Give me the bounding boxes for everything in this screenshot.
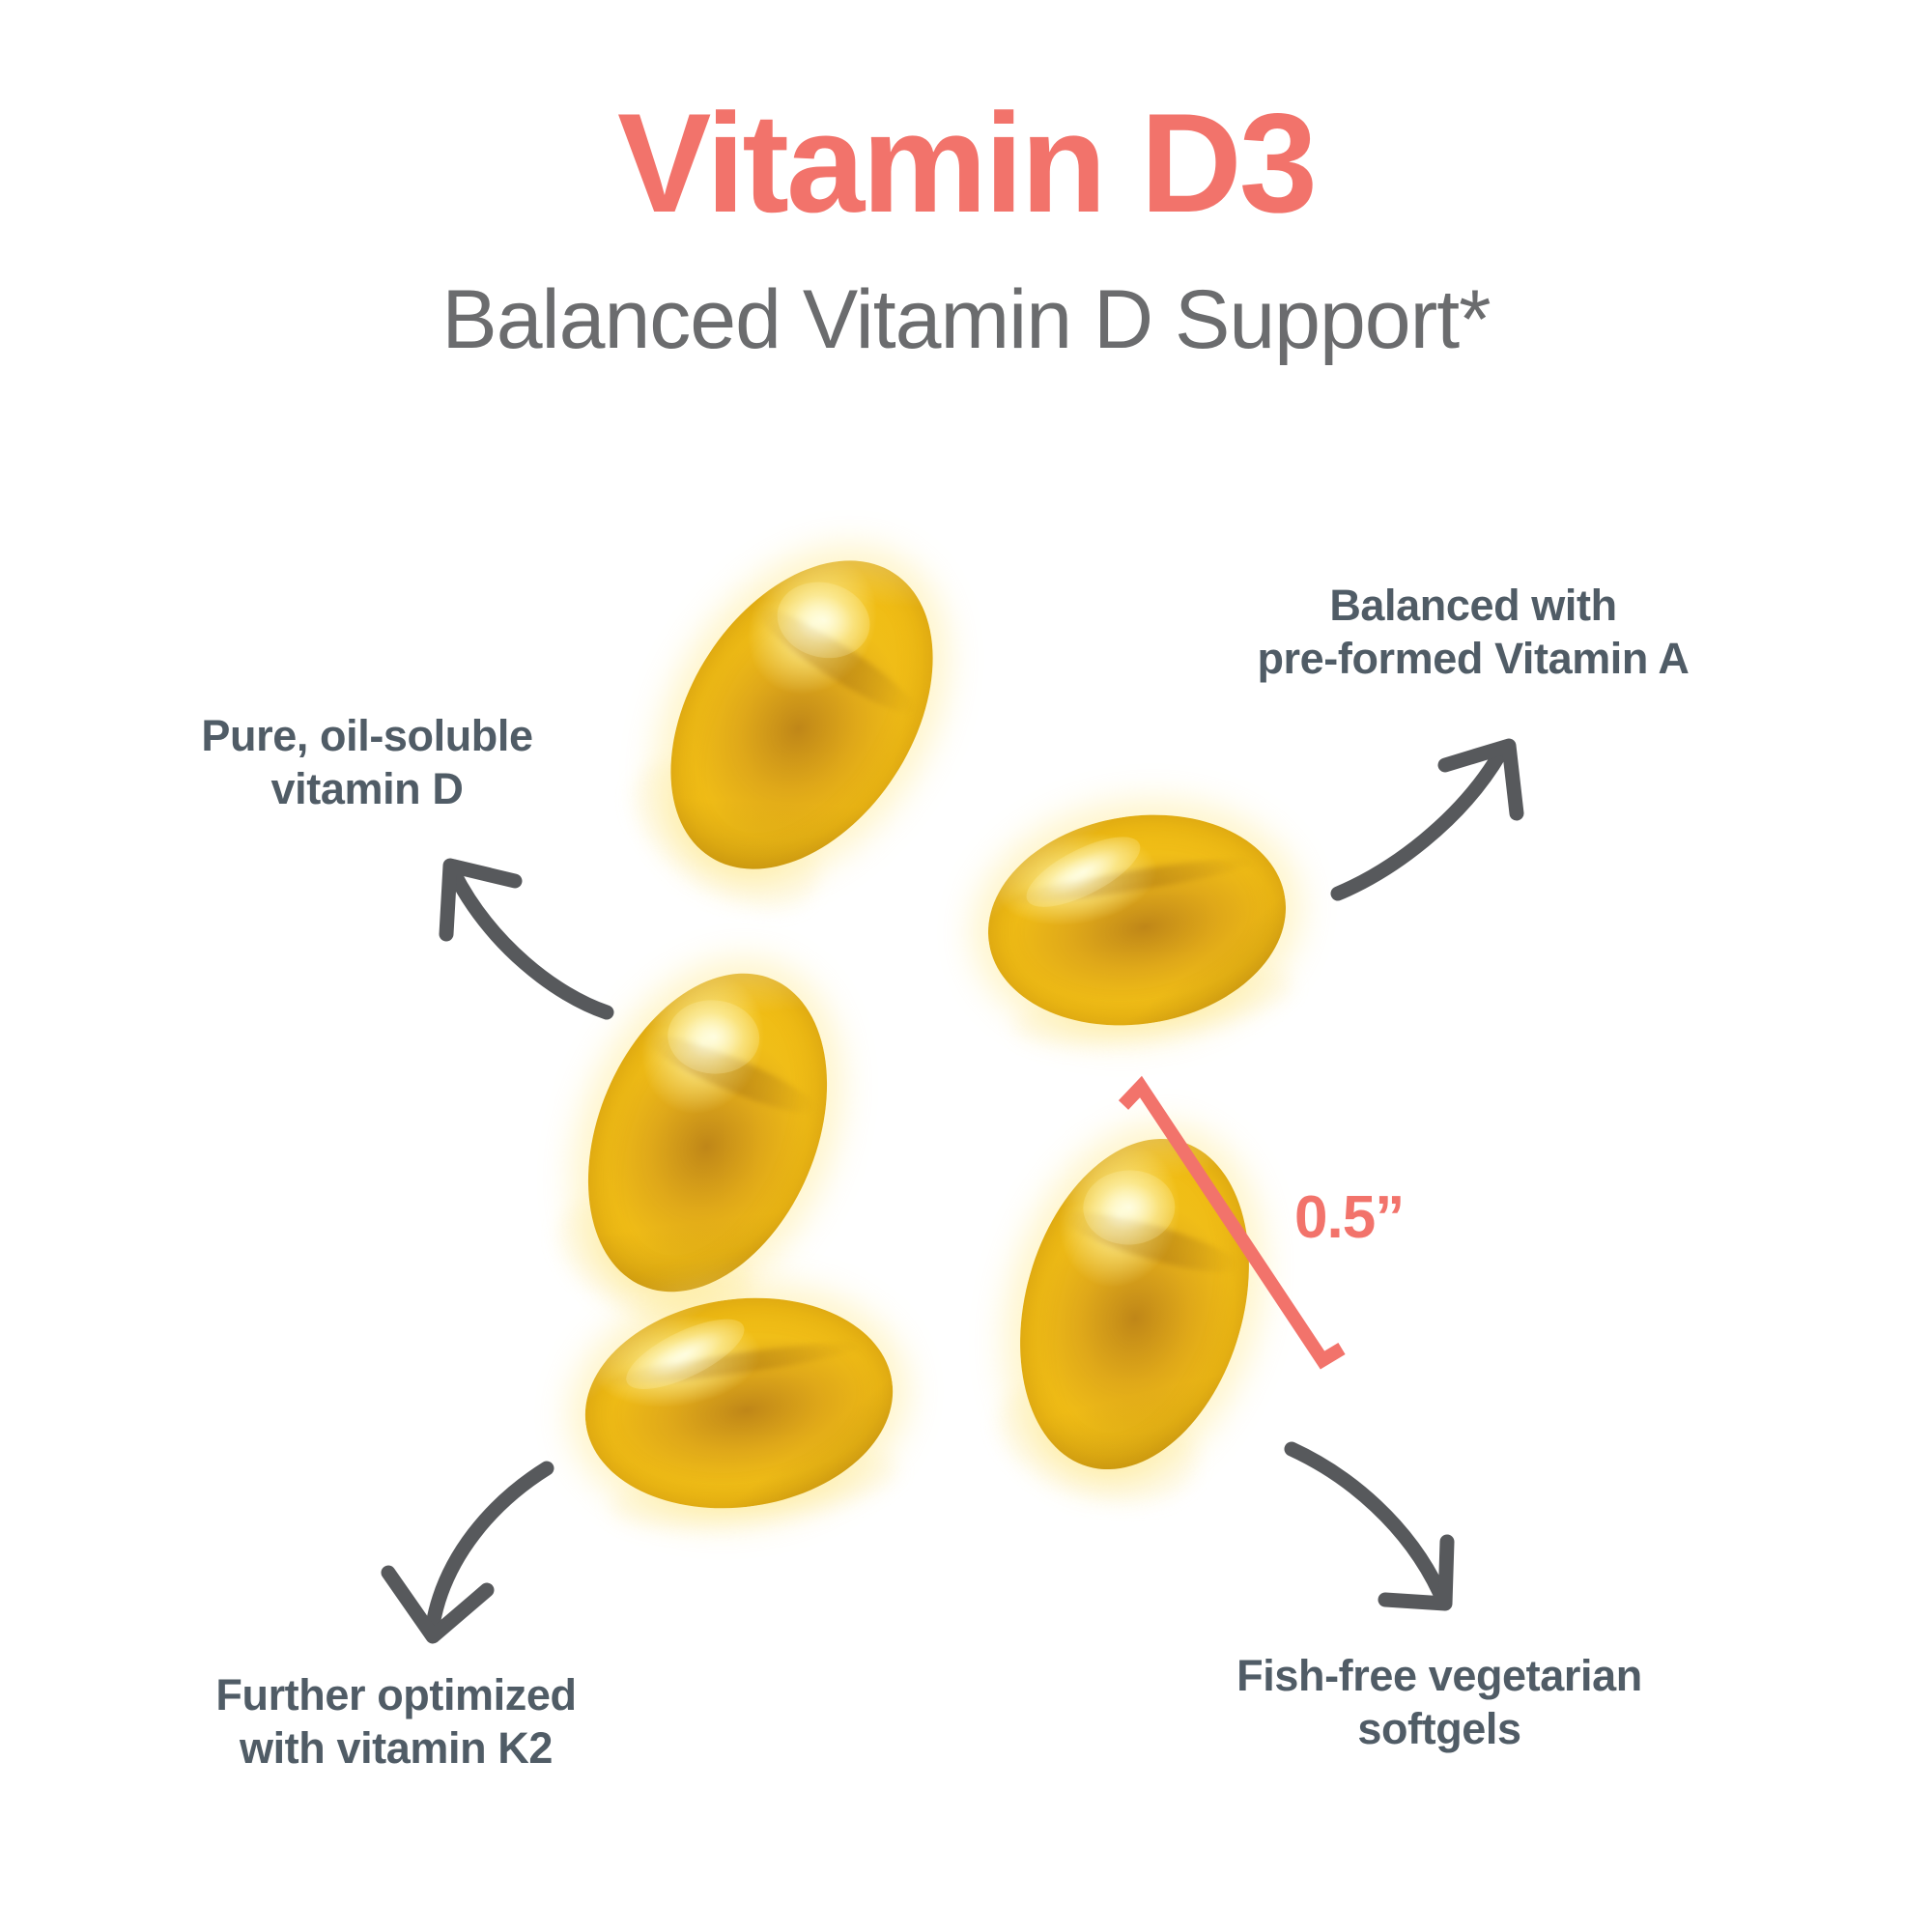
callout-line-2: pre-formed Vitamin A	[1257, 633, 1690, 683]
softgel-capsule-measured	[983, 1111, 1286, 1525]
callout-vitamin-k2: Further optimized with vitamin K2	[184, 1669, 609, 1776]
curved-arrow-down-right-icon	[1284, 1441, 1455, 1611]
callout-vegetarian-softgels: Fish-free vegetarian softgels	[1198, 1650, 1681, 1756]
softgel-capsule-top	[607, 512, 987, 941]
callout-line-1: Balanced with	[1329, 581, 1617, 630]
curved-arrow-up-right-icon	[1330, 738, 1524, 901]
softgel-capsule-center-right	[973, 794, 1301, 1064]
curved-arrow-down-left-icon	[381, 1461, 554, 1644]
callout-line-2: with vitamin K2	[239, 1722, 554, 1773]
callout-balanced-vitamin-a: Balanced with pre-formed Vitamin A	[1212, 580, 1734, 686]
callout-line-1: Fish-free vegetarian	[1236, 1651, 1642, 1700]
callout-line-1: Further optimized	[215, 1670, 577, 1719]
callout-line-2: softgels	[1357, 1703, 1521, 1753]
page-title: Vitamin D3	[617, 84, 1318, 242]
page-subtitle: Balanced Vitamin D Support*	[441, 273, 1491, 366]
callout-pure-oil-soluble: Pure, oil-soluble vitamin D	[179, 710, 555, 816]
callout-line-1: Pure, oil-soluble	[201, 711, 533, 760]
curved-arrow-up-left-icon	[439, 858, 614, 1020]
measurement-value-label: 0.5”	[1294, 1184, 1405, 1251]
softgel-capsule-middle-left	[538, 936, 873, 1355]
softgel-capsule-bottom-left	[571, 1278, 907, 1545]
callout-line-2: vitamin D	[270, 763, 464, 813]
